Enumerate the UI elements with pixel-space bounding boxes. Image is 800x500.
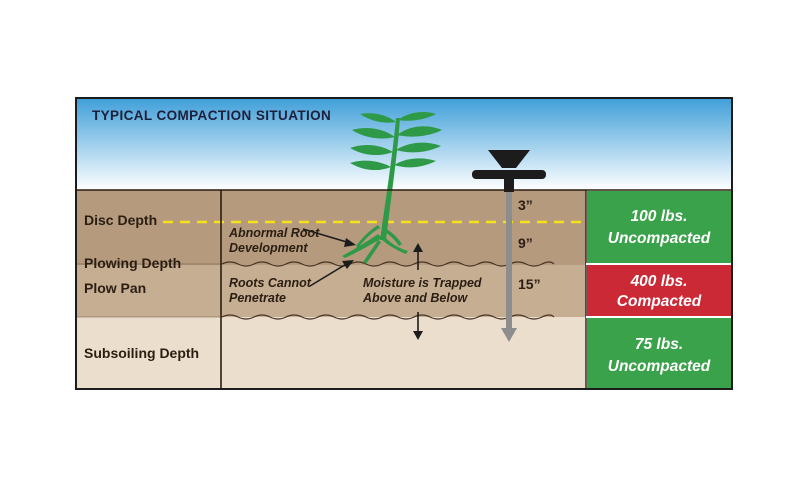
penetrometer-icon (472, 150, 546, 342)
penetrometer-rod (506, 192, 512, 328)
abnormal-root-arrow (302, 228, 351, 244)
diagram-frame (75, 97, 733, 390)
note-moisture-line2: Above and Below (362, 291, 468, 305)
note-abnormal-root-line1: Abnormal Root (228, 226, 320, 240)
penetrometer-crossbar (472, 170, 546, 179)
box-uncompacted-top (587, 191, 731, 263)
plant-stem (380, 118, 400, 240)
note-moisture-line1: Moisture is Trapped (363, 276, 482, 290)
label-disc-depth: Disc Depth (84, 212, 157, 228)
plow-pan-top-boundary (221, 261, 555, 267)
soil-layer-disc-plowing (76, 190, 586, 265)
plow-pan-bottom-boundary (221, 314, 555, 320)
probe-depth-3: 3” (518, 197, 533, 213)
note-abnormal-root-line2: Development (229, 241, 308, 255)
label-plowing-depth: Plowing Depth (84, 255, 181, 271)
box-uncompacted-bottom (587, 318, 731, 388)
box-label-compacted: Compacted (617, 293, 702, 310)
note-roots-cannot-line1: Roots Cannot (229, 276, 312, 290)
sky-panel (76, 98, 732, 190)
probe-depth-9: 9” (518, 235, 533, 251)
penetrometer-tip (501, 328, 517, 342)
label-plow-pan: Plow Pan (84, 280, 146, 296)
plant-icon (342, 112, 442, 264)
soil-layer-subsoil (76, 317, 586, 389)
box-value-75: 75 lbs. (635, 336, 683, 353)
probe-depth-15: 15” (518, 276, 541, 292)
root-branch (342, 234, 382, 258)
box-value-100: 100 lbs. (631, 208, 688, 225)
box-value-400: 400 lbs. (630, 273, 688, 290)
box-label-uncompacted-2: Uncompacted (608, 358, 711, 375)
note-roots-cannot-line2: Penetrate (229, 291, 286, 305)
label-subsoiling-depth: Subsoiling Depth (84, 345, 199, 361)
penetrometer-handle (488, 150, 530, 168)
box-compacted (587, 265, 731, 316)
box-label-uncompacted-1: Uncompacted (608, 230, 711, 247)
annotation-arrows (302, 228, 423, 340)
roots-cannot-arrow (309, 262, 349, 287)
diagram-title: TYPICAL COMPACTION SITUATION (92, 108, 331, 123)
